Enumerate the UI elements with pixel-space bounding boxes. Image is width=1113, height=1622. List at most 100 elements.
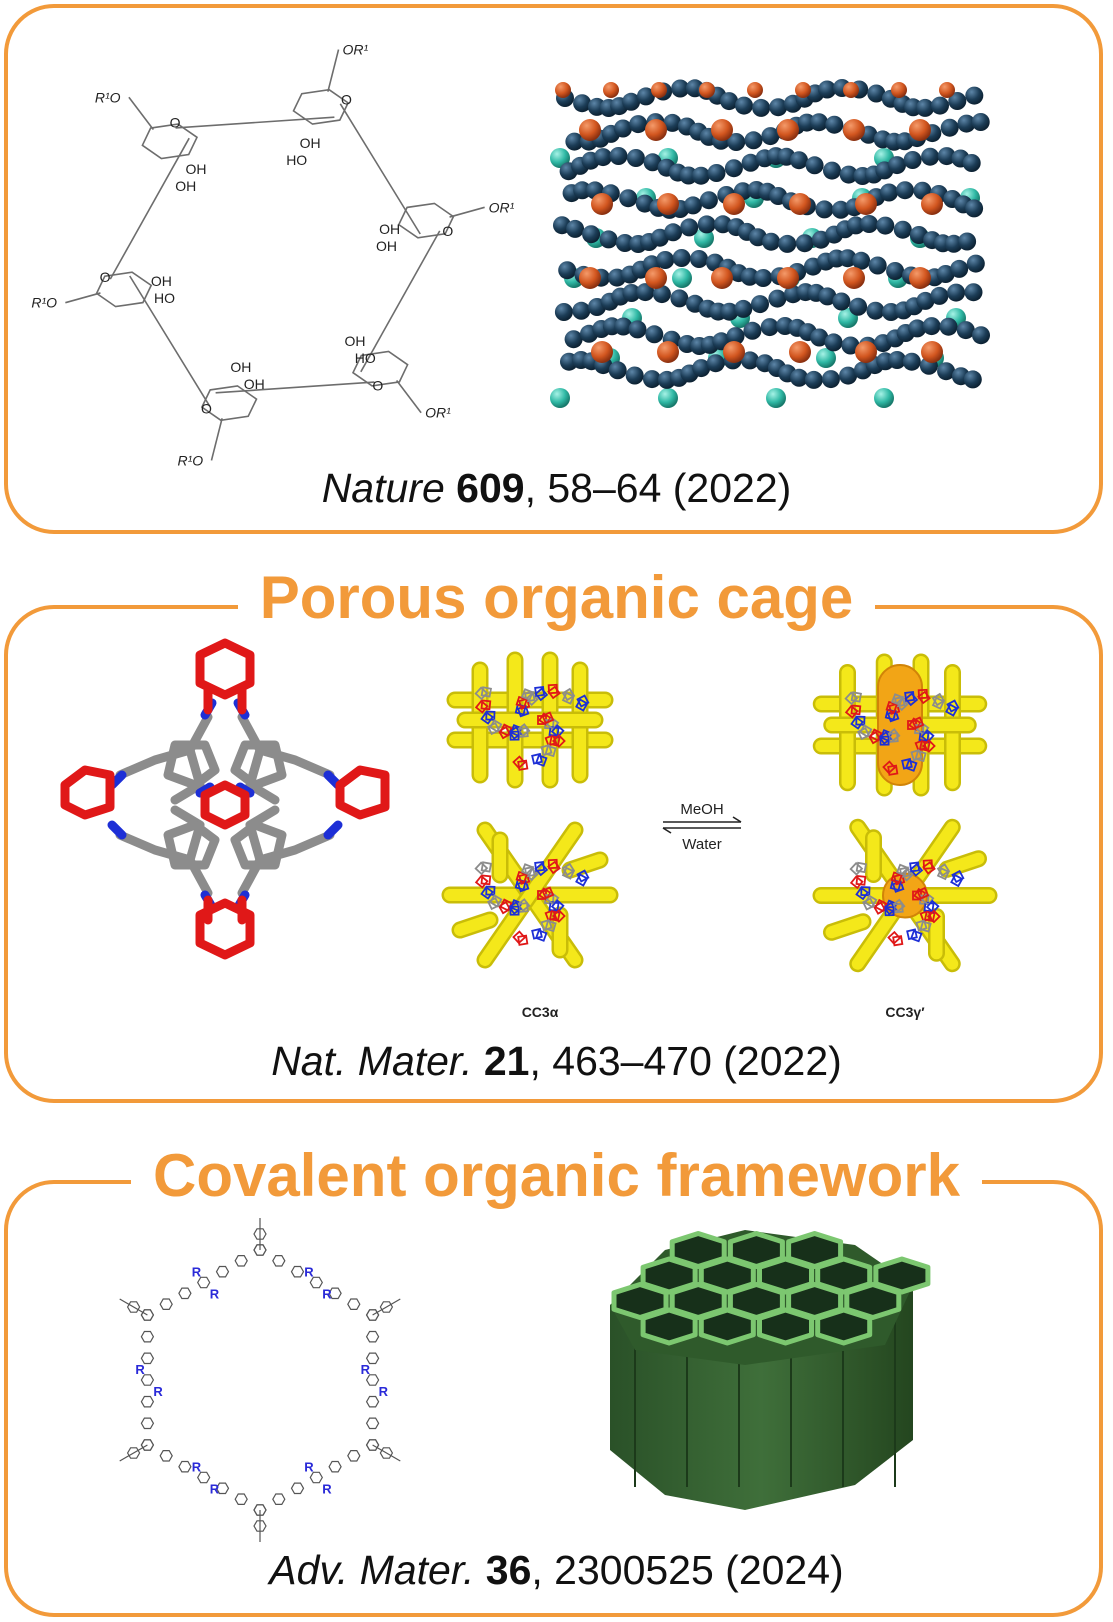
cage-atom — [561, 862, 576, 877]
dark-atom — [727, 133, 746, 151]
dark-atom — [805, 156, 824, 175]
dark-atom — [744, 131, 763, 150]
orange-atom — [855, 193, 877, 215]
honeycomb-cell — [873, 1256, 931, 1295]
cage-atom — [541, 886, 555, 900]
cage-atom — [550, 899, 565, 914]
dark-atom — [573, 181, 592, 200]
orange-atom — [579, 119, 601, 141]
dark-atom — [671, 79, 690, 98]
cage-atom — [888, 732, 899, 743]
cage-atom — [509, 730, 520, 741]
benzene-ring — [290, 1265, 305, 1278]
benzene-ring — [126, 1301, 141, 1313]
benzene-ring — [365, 1374, 380, 1386]
cage-atom — [576, 869, 590, 883]
dark-atom — [769, 98, 788, 117]
cage-atom — [480, 861, 492, 873]
cage-atom — [534, 860, 546, 872]
benzene-ring — [178, 1287, 192, 1300]
citation-adv-mater: Adv. Mater. 36, 2300525 (2024) — [269, 1547, 844, 1593]
dark-atom — [902, 352, 921, 371]
benzene-ring — [234, 1255, 248, 1267]
benzene-ring — [253, 1504, 267, 1516]
cage-atom — [861, 897, 876, 911]
cage-rod — [941, 852, 985, 876]
hydroxyl-label: OH — [230, 359, 251, 375]
benzene-ring — [272, 1493, 286, 1505]
hydroxyl-label: OH — [379, 221, 400, 237]
dark-atom — [971, 113, 990, 131]
dark-atom — [860, 215, 879, 233]
dark-atom — [684, 196, 702, 215]
dark-atom — [670, 289, 689, 308]
cage-atom — [893, 902, 904, 914]
ring-oxygen-label: O — [201, 401, 212, 417]
orange-atom — [939, 82, 955, 98]
cage-atom — [515, 870, 528, 884]
cage-atom — [923, 910, 936, 923]
dark-atom — [831, 200, 850, 219]
cage-atom — [885, 700, 898, 714]
cage-atom — [904, 690, 916, 702]
dark-atom — [724, 159, 743, 178]
hydroxyl-label: OH — [185, 161, 206, 177]
dark-atom — [565, 132, 584, 151]
dark-atom — [839, 165, 858, 184]
dark-atom — [664, 223, 683, 242]
benzene-ring — [290, 1482, 305, 1495]
cage-atom — [879, 735, 890, 746]
teal-atom — [766, 388, 786, 408]
benzene-ring — [347, 1450, 361, 1462]
benzene-ring — [178, 1460, 192, 1473]
cage-atom — [951, 869, 965, 884]
orange-atom — [921, 341, 943, 363]
cage-atom — [936, 863, 951, 877]
cage-atom — [480, 711, 494, 725]
dark-atom — [849, 297, 868, 316]
orange-atom — [555, 82, 571, 98]
substituent-r-label: R — [322, 1482, 332, 1497]
dark-atom — [937, 147, 956, 166]
dark-atom — [832, 292, 851, 311]
citation-nature: Nature 609, 58–64 (2022) — [321, 465, 792, 511]
cage-rod — [454, 914, 496, 936]
cage-atom — [911, 716, 925, 730]
honeycomb-cell — [844, 1282, 902, 1320]
cage-label-gamma: CC3γ′ — [885, 1004, 925, 1020]
benzene-ring — [140, 1309, 155, 1321]
cage-atom — [550, 724, 565, 739]
dark-atom — [824, 333, 843, 352]
cage-atom — [925, 899, 940, 914]
dark-atom — [636, 283, 655, 302]
hydroxyl-label: OH — [376, 238, 397, 254]
substituent-label: R¹O — [95, 89, 121, 105]
dark-atom — [936, 265, 955, 283]
cage-rod — [564, 854, 606, 876]
dark-atom — [930, 286, 949, 305]
substituent-label: OR¹ — [489, 199, 515, 215]
cage-rod — [825, 915, 869, 939]
substituent-label: R¹O — [31, 295, 57, 311]
dark-atom — [825, 115, 844, 134]
cage-atom — [890, 693, 904, 706]
substituent-r-label: R — [361, 1362, 371, 1377]
benzene-ring — [365, 1439, 380, 1451]
dark-atom — [614, 317, 633, 336]
cof-honeycomb-model — [610, 1230, 931, 1510]
dark-atom — [866, 301, 885, 320]
orange-atom — [711, 119, 733, 141]
dark-atom — [735, 96, 753, 115]
substituent-r-label: R — [192, 1460, 202, 1475]
cage-atom — [509, 905, 520, 916]
benzene-ring — [328, 1460, 342, 1473]
dark-atom — [839, 366, 858, 385]
dark-atom — [760, 318, 779, 337]
benzene-ring — [309, 1276, 323, 1289]
dark-atom — [810, 113, 828, 132]
orange-atom — [645, 267, 667, 289]
dark-atom — [790, 151, 808, 170]
hydroxyl-label: OH — [345, 333, 366, 349]
honeycomb-cell — [786, 1231, 844, 1269]
hydroxyl-label: OH — [300, 135, 321, 151]
